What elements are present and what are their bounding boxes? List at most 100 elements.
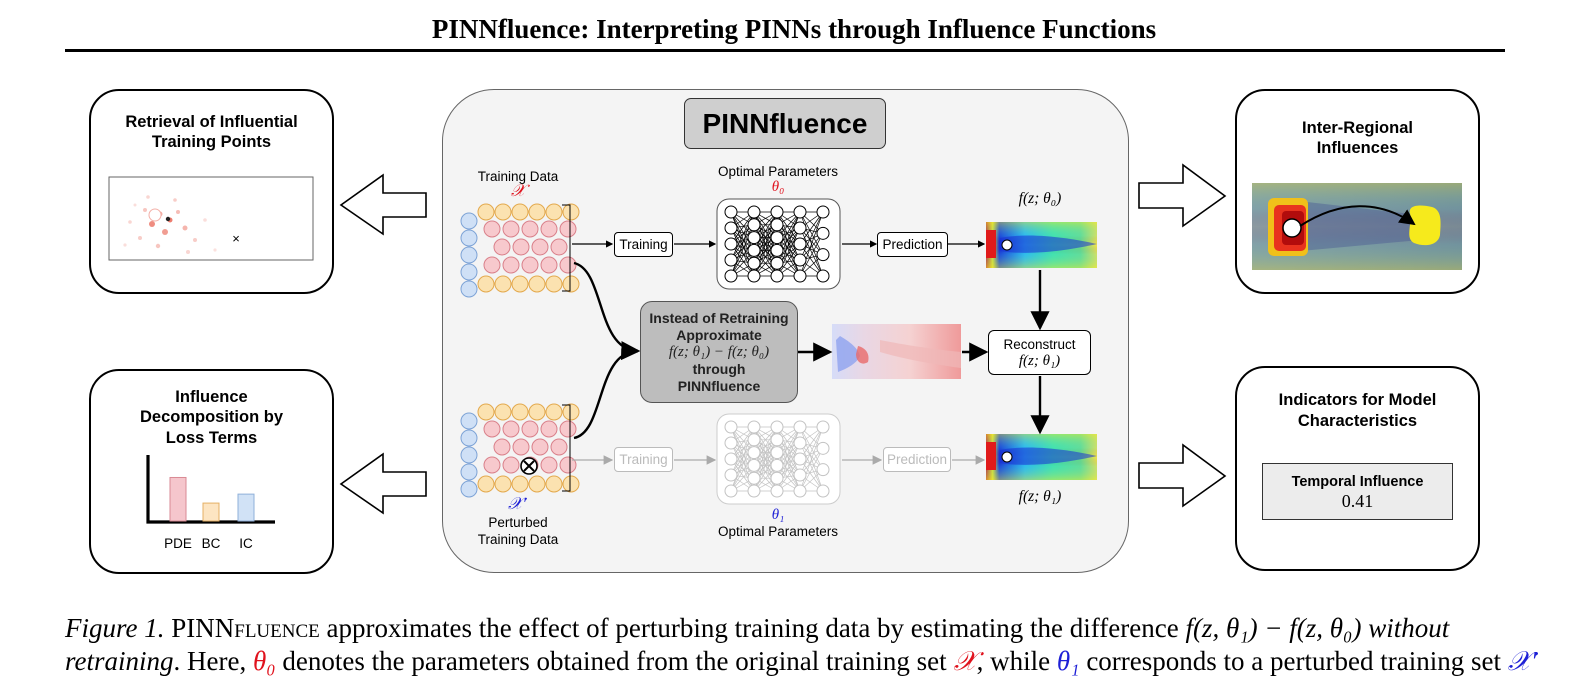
network-edge: [730, 237, 755, 277]
collocation-point: [502, 256, 520, 274]
query-point-marker: ×: [232, 231, 240, 246]
initial-point: [494, 275, 512, 293]
ind-title-1: Indicators for Model: [1278, 391, 1437, 409]
reconstruct-box: Reconstruct f(z; θ₁): [988, 330, 1091, 375]
network-edge: [730, 227, 755, 264]
network-edge: [730, 465, 755, 476]
network-edge: [753, 426, 778, 479]
network-neuron: [770, 420, 784, 434]
caption-x: 𝒳: [953, 646, 977, 676]
network-edge: [753, 426, 778, 466]
caption-fig: Figure 1.: [65, 613, 165, 643]
initial-point: [545, 275, 563, 293]
network-neuron: [816, 463, 830, 477]
initial-point: [545, 203, 563, 221]
initial-point: [494, 203, 512, 221]
initial-point: [511, 403, 529, 421]
arrow-to-retrieval: [339, 173, 427, 236]
collocation-point: [483, 220, 501, 238]
network-edge: [753, 439, 778, 479]
approximation-box: Instead of Retraining Approximate f(z; θ…: [640, 301, 798, 403]
network-neuron: [747, 471, 761, 485]
initial-point: [562, 203, 580, 221]
network-neuron: [724, 452, 738, 466]
collocation-point: [521, 420, 539, 438]
decomposition-box: Influence Decomposition by Loss Terms: [89, 369, 334, 574]
heatmap-theta1: [986, 434, 1097, 480]
network-edge: [776, 452, 801, 476]
network-neuron: [747, 420, 761, 434]
network-neuron: [724, 237, 738, 251]
network-edge: [730, 426, 755, 460]
network-edge: [730, 474, 755, 492]
network-edge: [776, 426, 801, 466]
network-edge: [753, 439, 778, 466]
network-edge: [753, 426, 778, 441]
network-edge: [799, 426, 824, 470]
network-neuron: [770, 218, 784, 232]
caption-l2a: retraining: [65, 646, 174, 676]
network-neuron: [793, 436, 807, 450]
x-symbol: 𝒳: [510, 181, 526, 200]
boundary-point: [460, 280, 478, 298]
network-neuron: [724, 436, 738, 450]
decomp-title-3: Loss Terms: [165, 429, 258, 447]
collocation-point: [559, 220, 577, 238]
network-edge: [776, 439, 801, 460]
retrieval-title-1: Retrieval of Influential: [125, 113, 298, 131]
boundary-point: [460, 212, 478, 230]
network-neuron: [747, 433, 761, 447]
network-edge: [730, 426, 755, 492]
network-edge: [753, 452, 778, 466]
initial-point: [562, 475, 580, 493]
network-neuron: [793, 452, 807, 466]
network-edge: [730, 211, 755, 245]
caption-l2e: corresponds to a perturbed training set: [1079, 646, 1508, 676]
figure-caption: Figure 1. PINNfluence approximates the e…: [65, 612, 1537, 678]
initial-point: [511, 203, 529, 221]
network-edge: [799, 458, 824, 492]
network-edge: [799, 233, 824, 277]
f-theta0-label: f(z; θ₀): [1000, 190, 1080, 208]
network-edge: [730, 442, 755, 466]
network-edge: [730, 426, 755, 441]
network-edge: [799, 426, 824, 444]
initial-point: [477, 203, 495, 221]
bar-bc: [202, 502, 220, 522]
network-edge: [730, 439, 755, 492]
network-neuron: [747, 446, 761, 460]
boundary-point: [460, 263, 478, 281]
collocation-point: [483, 456, 501, 474]
network-edge: [730, 224, 755, 261]
network-edge: [730, 442, 755, 453]
temporal-label: Temporal Influence: [1291, 474, 1424, 490]
network-edge: [730, 426, 755, 466]
collocation-point: [559, 420, 577, 438]
network-neuron: [747, 243, 761, 257]
initial-point: [494, 403, 512, 421]
arrow-to-decomposition: [339, 452, 427, 515]
network-edge: [730, 426, 755, 444]
network-neuron: [816, 269, 830, 283]
network-neuron: [770, 433, 784, 447]
collocation-point: [540, 220, 558, 238]
caption-p2: approximates the effect of perturbing tr…: [319, 613, 1186, 643]
network-neuron: [724, 269, 738, 283]
network-edge: [753, 452, 778, 492]
collocation-point: [502, 220, 520, 238]
bar-ic: [237, 493, 255, 522]
caption-p1sc: fluence: [234, 613, 320, 643]
boundary-point: [460, 229, 478, 247]
f-theta0-text: f(z; θ₀): [1018, 190, 1062, 207]
network-edge: [753, 439, 778, 453]
network-edge: [799, 448, 824, 460]
network-edge: [776, 442, 801, 453]
initial-point: [528, 475, 546, 493]
network-neuron: [724, 221, 738, 235]
network-neuron: [770, 256, 784, 270]
inter-regional-field: [1252, 183, 1462, 270]
network-edge: [776, 426, 801, 492]
network-neuron: [816, 205, 830, 219]
network-edge: [753, 439, 778, 479]
network-edge: [753, 426, 778, 492]
